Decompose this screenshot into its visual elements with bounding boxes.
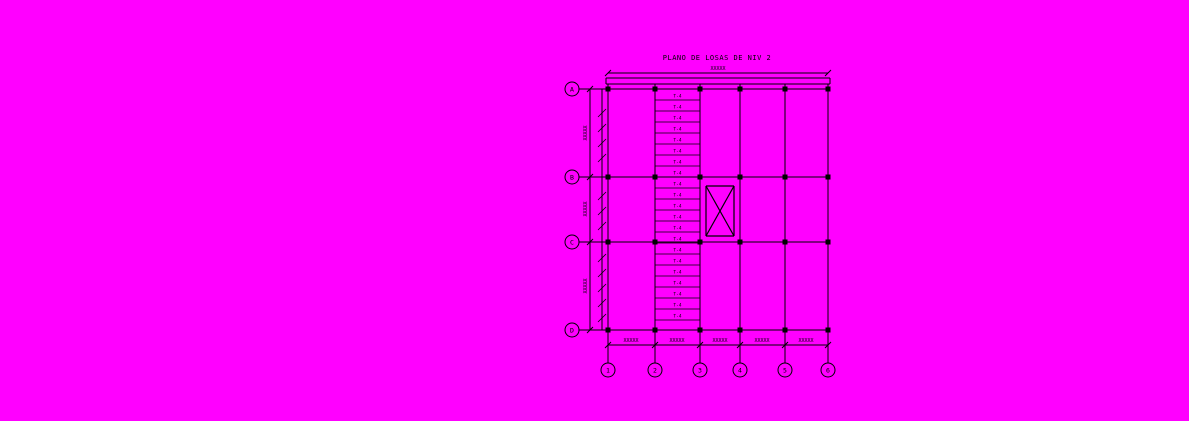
grid-bubble-row-b: B xyxy=(564,169,580,185)
column-marker xyxy=(825,239,831,245)
joist-label: T-4 xyxy=(673,204,681,210)
joist-label: T-4 xyxy=(673,171,681,177)
grid-bubble-row-a: A xyxy=(564,81,580,97)
grid-row-label: B xyxy=(570,174,574,182)
column-marker xyxy=(605,86,611,92)
grid-col-label: 2 xyxy=(653,367,657,375)
column-squares xyxy=(605,86,831,333)
grid-row-label: D xyxy=(570,327,574,335)
grid-bubble-col-6: 6 xyxy=(820,362,836,378)
column-marker xyxy=(737,86,743,92)
column-marker xyxy=(605,239,611,245)
column-marker xyxy=(605,174,611,180)
grid-col-label: 1 xyxy=(606,367,610,375)
joist-label: T-4 xyxy=(673,248,681,254)
grid-bubble-row-c: C xyxy=(564,234,580,250)
grid-bubble-circle xyxy=(820,362,836,378)
joist-label: T-4 xyxy=(673,116,681,122)
grid-bubble-col-1: 1 xyxy=(600,362,616,378)
joist-ladder: T-4T-4T-4T-4T-4T-4T-4T-4T-4T-4T-4T-4T-4T… xyxy=(655,94,700,321)
joist-label: T-4 xyxy=(673,292,681,298)
grid-col-label: 4 xyxy=(738,367,742,375)
grid-col-label: 5 xyxy=(783,367,787,375)
column-marker xyxy=(697,239,703,245)
grid-row-label: A xyxy=(570,86,574,94)
joist-label: T-4 xyxy=(673,160,681,166)
column-marker xyxy=(652,239,658,245)
column-marker xyxy=(782,239,788,245)
dimension-label: XXXXX xyxy=(798,338,813,344)
column-marker xyxy=(825,174,831,180)
joist-label: T-4 xyxy=(673,303,681,309)
column-marker xyxy=(782,86,788,92)
grid-bubble-circle xyxy=(692,362,708,378)
grid-col-label: 6 xyxy=(826,367,830,375)
joist-label: T-4 xyxy=(673,237,681,243)
opening-x xyxy=(705,185,735,237)
column-marker xyxy=(782,174,788,180)
joist-label: T-4 xyxy=(673,314,681,320)
leader-lines xyxy=(579,88,829,363)
grid-bubble-col-5: 5 xyxy=(777,362,793,378)
grid-bubble-col-3: 3 xyxy=(692,362,708,378)
column-marker xyxy=(697,86,703,92)
column-marker xyxy=(737,239,743,245)
grid-bubble-circle xyxy=(564,169,580,185)
column-marker xyxy=(652,86,658,92)
grid-bubble-circle xyxy=(732,362,748,378)
section-tick-marks xyxy=(597,108,607,323)
joist-label: T-4 xyxy=(673,215,681,221)
dimension-lines xyxy=(586,69,832,349)
dimension-label: XXXXX xyxy=(669,338,684,344)
grid-row-label: C xyxy=(570,239,574,247)
joist-label: T-4 xyxy=(673,281,681,287)
dimension-label: XXXXX xyxy=(583,278,589,293)
column-marker xyxy=(825,86,831,92)
joist-label: T-4 xyxy=(673,149,681,155)
dimension-label: XXXXX xyxy=(754,338,769,344)
dimension-label: XXXXX xyxy=(712,338,727,344)
joist-label: T-4 xyxy=(673,127,681,133)
structural-grid xyxy=(601,84,829,331)
joist-label: T-4 xyxy=(673,105,681,111)
grid-col-label: 3 xyxy=(698,367,702,375)
dimension-label: XXXXX xyxy=(583,125,589,140)
dimension-label: XXXXX xyxy=(583,201,589,216)
grid-bubble-circle xyxy=(600,362,616,378)
joist-label: T-4 xyxy=(673,259,681,265)
grid-bubble-circle xyxy=(647,362,663,378)
column-marker xyxy=(737,174,743,180)
joist-label: T-4 xyxy=(673,138,681,144)
grid-bubble-col-4: 4 xyxy=(732,362,748,378)
joist-label: T-4 xyxy=(673,193,681,199)
top-edge-beam xyxy=(605,77,831,85)
grid-bubble-row-d: D xyxy=(564,322,580,338)
dimension-label: XXXXX xyxy=(623,338,638,344)
grid-bubble-col-2: 2 xyxy=(647,362,663,378)
grid-bubble-circle xyxy=(564,81,580,97)
joist-label: T-4 xyxy=(673,270,681,276)
joist-label: T-4 xyxy=(673,226,681,232)
grid-bubble-circle xyxy=(777,362,793,378)
joist-label: T-4 xyxy=(673,182,681,188)
dimension-label: XXXXX xyxy=(710,66,725,72)
joist-label: T-4 xyxy=(673,94,681,100)
grid-bubble-circle xyxy=(564,234,580,250)
drawing-title: PLANO DE LOSAS DE NIV 2 xyxy=(663,54,771,62)
grid-bubble-circle xyxy=(564,322,580,338)
